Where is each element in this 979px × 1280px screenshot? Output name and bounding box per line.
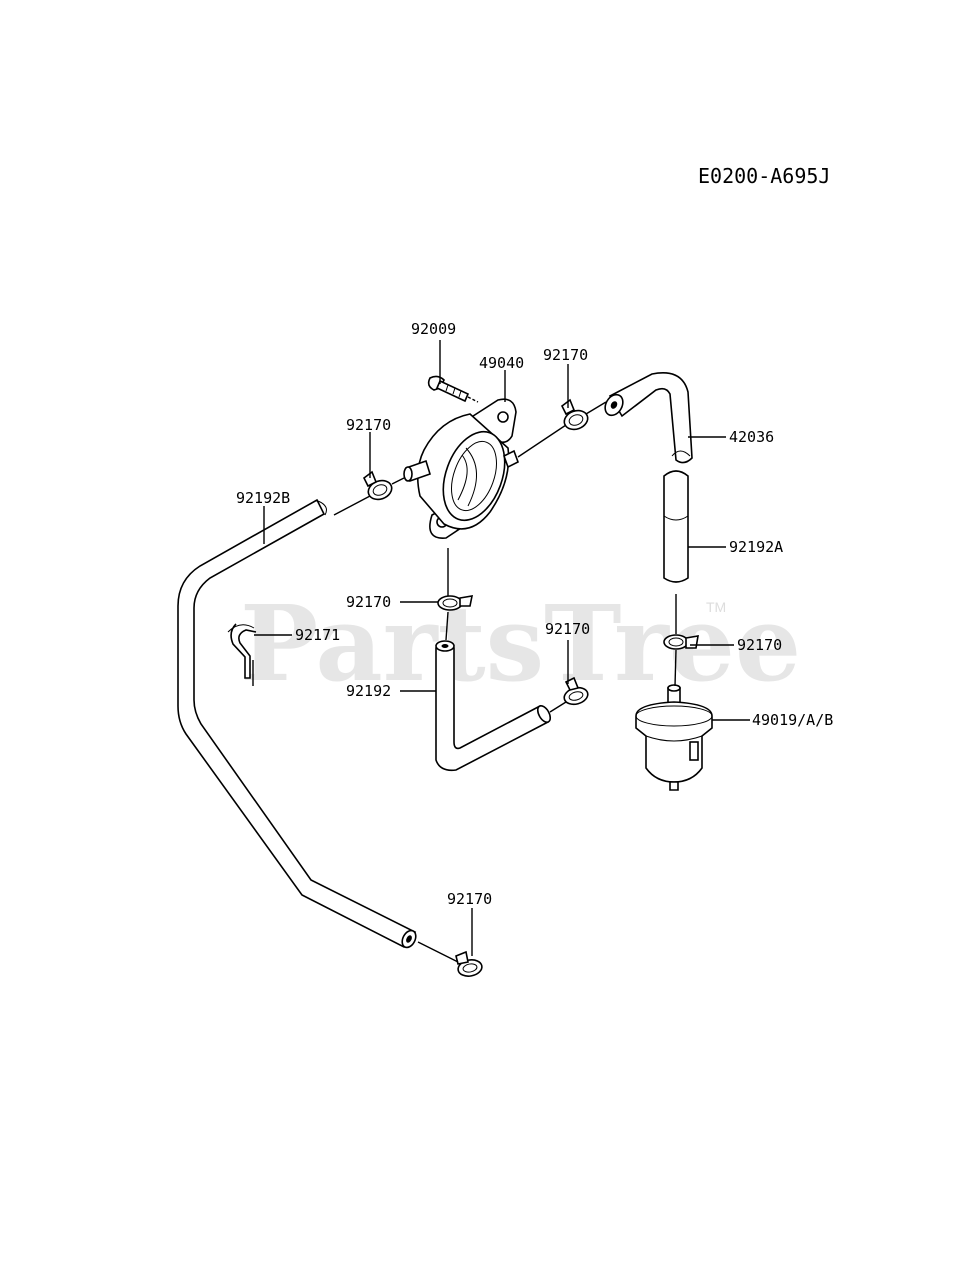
label-clamp-pump-left[interactable]: 92170 bbox=[346, 416, 391, 434]
leader-lines bbox=[254, 340, 750, 956]
diagram-code: E0200-A695J bbox=[698, 164, 830, 188]
label-clamp-filter[interactable]: 92170 bbox=[737, 636, 782, 654]
fuel-filter-49019[interactable] bbox=[635, 684, 713, 791]
clamp-92170-pump-right[interactable] bbox=[560, 398, 591, 433]
clamp-92170-pump-left[interactable] bbox=[362, 470, 394, 503]
label-filter-49019[interactable]: 49019/A/B bbox=[752, 711, 833, 729]
hose-92192[interactable] bbox=[435, 640, 553, 772]
label-bolt-92009[interactable]: 92009 bbox=[411, 320, 456, 338]
part-labels: 92009 49040 92170 92170 92192B 42036 921… bbox=[236, 320, 833, 908]
watermark: PartsTree bbox=[240, 582, 801, 705]
assembly-lines bbox=[333, 401, 677, 963]
label-clamp-pump-right[interactable]: 92170 bbox=[543, 346, 588, 364]
hose-92192b[interactable] bbox=[177, 498, 419, 950]
label-clamp-pump-bottom[interactable]: 92170 bbox=[346, 593, 391, 611]
bolt-92009[interactable] bbox=[427, 375, 479, 403]
hose-92192a[interactable] bbox=[663, 470, 689, 583]
clip-92171[interactable] bbox=[227, 623, 257, 686]
hose-42036[interactable] bbox=[602, 372, 693, 464]
clamp-92170-mid[interactable] bbox=[562, 676, 589, 707]
label-hose-92192b[interactable]: 92192B bbox=[236, 489, 290, 507]
label-hose-42036[interactable]: 42036 bbox=[729, 428, 774, 446]
label-clamp-mid[interactable]: 92170 bbox=[545, 620, 590, 638]
label-hose-92192a[interactable]: 92192A bbox=[729, 538, 783, 556]
label-hose-92192[interactable]: 92192 bbox=[346, 682, 391, 700]
label-pump-49040[interactable]: 49040 bbox=[479, 354, 524, 372]
clamp-92170-filter[interactable] bbox=[663, 634, 699, 650]
clamp-92170-pump-bottom[interactable] bbox=[437, 595, 474, 611]
clamp-92170-bottom[interactable] bbox=[455, 950, 483, 978]
label-clip-92171[interactable]: 92171 bbox=[295, 626, 340, 644]
label-clamp-bottom[interactable]: 92170 bbox=[447, 890, 492, 908]
fuel-pump-49040[interactable] bbox=[403, 398, 519, 539]
watermark-trademark: TM bbox=[706, 599, 726, 615]
